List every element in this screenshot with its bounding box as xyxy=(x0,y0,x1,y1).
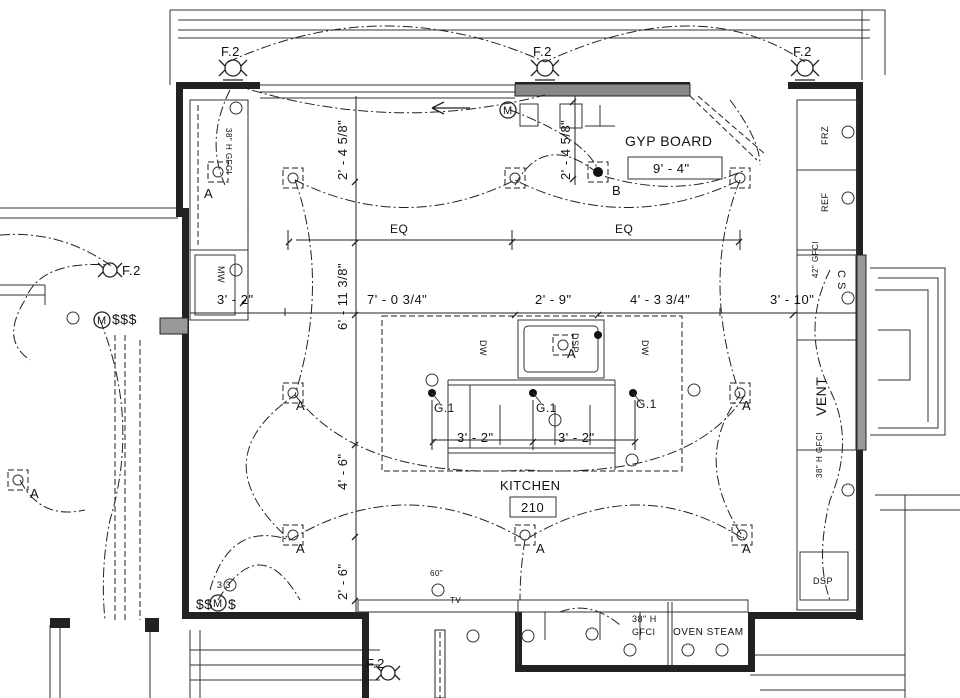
walls xyxy=(50,82,867,698)
fixture-tag-a: A xyxy=(567,346,576,361)
gfci-bottom-height: 38" H xyxy=(632,614,657,624)
gfci-right: 38" H GFCI xyxy=(815,432,824,478)
sconce-left xyxy=(218,59,248,81)
cabinets xyxy=(189,95,858,665)
sconce-bottom xyxy=(375,665,401,681)
window-top xyxy=(260,84,515,99)
sconce-far-left xyxy=(97,262,123,278)
motor-label: M xyxy=(97,315,107,327)
microwave-label: MW xyxy=(216,266,226,283)
dishwasher-label: DW xyxy=(478,340,488,356)
gfci-bottom: GFCI xyxy=(632,627,656,637)
motor-label: M xyxy=(503,105,513,117)
fixture-tag-a: A xyxy=(296,398,305,413)
fixture-tag-a: A xyxy=(536,541,545,556)
tv-label: TV xyxy=(450,596,461,605)
dim-island-left: 3' - 2" xyxy=(457,430,494,445)
room-name: KITCHEN xyxy=(500,478,561,493)
switch-legs xyxy=(0,25,843,626)
sconce-label: F.2 xyxy=(122,263,141,278)
dim-eq: EQ xyxy=(615,222,633,236)
island xyxy=(381,315,683,472)
switch-group: $$ xyxy=(196,596,213,612)
dim-row-2: 2' - 9" xyxy=(535,292,572,307)
oven-label: OVEN STEAM xyxy=(673,627,744,638)
dim-island-right: 3' - 2" xyxy=(558,430,595,445)
sconce-label: F.2 xyxy=(221,44,240,59)
pendant-tag: G.1 xyxy=(434,401,455,415)
counter-gfci: 42" GFCI xyxy=(811,241,820,278)
gfci-left: 38" H GFCI xyxy=(224,128,233,174)
dim-row-3: 4' - 3 3/4" xyxy=(630,292,690,307)
fixture-tag-a: A xyxy=(30,486,39,501)
dim-vertical-main: 6' - 11 3/8" xyxy=(335,263,350,330)
fixture-tag-a: A xyxy=(742,398,751,413)
fixture-tag-a: A xyxy=(742,541,751,556)
pendant-tag: G.1 xyxy=(636,397,657,411)
dim-row-1: 7' - 0 3/4" xyxy=(367,292,427,307)
switch-group: $$$ xyxy=(112,311,137,327)
sconce-mid xyxy=(530,59,560,81)
sconce-label: F.2 xyxy=(793,44,812,59)
fixture-tag-b: B xyxy=(612,183,621,198)
ceiling-height-box xyxy=(627,156,723,180)
ceiling-height: 9' - 4" xyxy=(653,161,690,176)
room-number: 210 xyxy=(521,500,544,515)
dimension-lines xyxy=(190,96,856,612)
motor-symbol xyxy=(209,594,227,612)
dim-vertical-top-2: 2' - 4 5/8" xyxy=(558,120,573,180)
recessed-fixtures xyxy=(7,161,753,546)
receptacles xyxy=(66,101,855,657)
dim-vertical-top: 2' - 4 5/8" xyxy=(335,120,350,180)
dishwasher-label: DW xyxy=(640,340,650,356)
disposal-label-2: DSP xyxy=(813,576,833,586)
fixture-tag-a: A xyxy=(204,186,213,201)
switch-count: 3 3 xyxy=(217,580,231,590)
pendant-tag: G.1 xyxy=(536,401,557,415)
ceiling-material: GYP BOARD xyxy=(625,133,713,149)
refrigerator-label: REF xyxy=(820,192,830,212)
fixture-tag-a: A xyxy=(296,541,305,556)
motor-symbol xyxy=(499,101,517,119)
dim-row-4: 3' - 10" xyxy=(770,292,814,307)
freezer-label: FRZ xyxy=(820,126,830,145)
motor-symbol xyxy=(93,311,111,329)
slider-arrow xyxy=(431,101,470,115)
sconce-right xyxy=(790,59,820,81)
motor-label: M xyxy=(213,598,223,610)
dim-vertical-mid: 4' - 6" xyxy=(335,453,350,490)
dim-eq: EQ xyxy=(390,222,408,236)
disposal-label: DSP xyxy=(570,333,580,353)
wall-sconces xyxy=(97,59,820,681)
room-number-box xyxy=(509,496,557,518)
dim-vertical-low: 2' - 6" xyxy=(335,563,350,600)
pendants xyxy=(428,331,642,404)
vent-label: VENT xyxy=(813,377,829,416)
tv-height: 60" xyxy=(430,569,443,578)
cs-label: C S xyxy=(835,270,847,290)
dim-row-0: 3' - 2" xyxy=(217,292,254,307)
exterior-lines xyxy=(0,9,960,698)
sconce-label: F.2 xyxy=(366,656,385,671)
sconce-label: F.2 xyxy=(533,44,552,59)
switch-group: $ xyxy=(228,596,236,612)
